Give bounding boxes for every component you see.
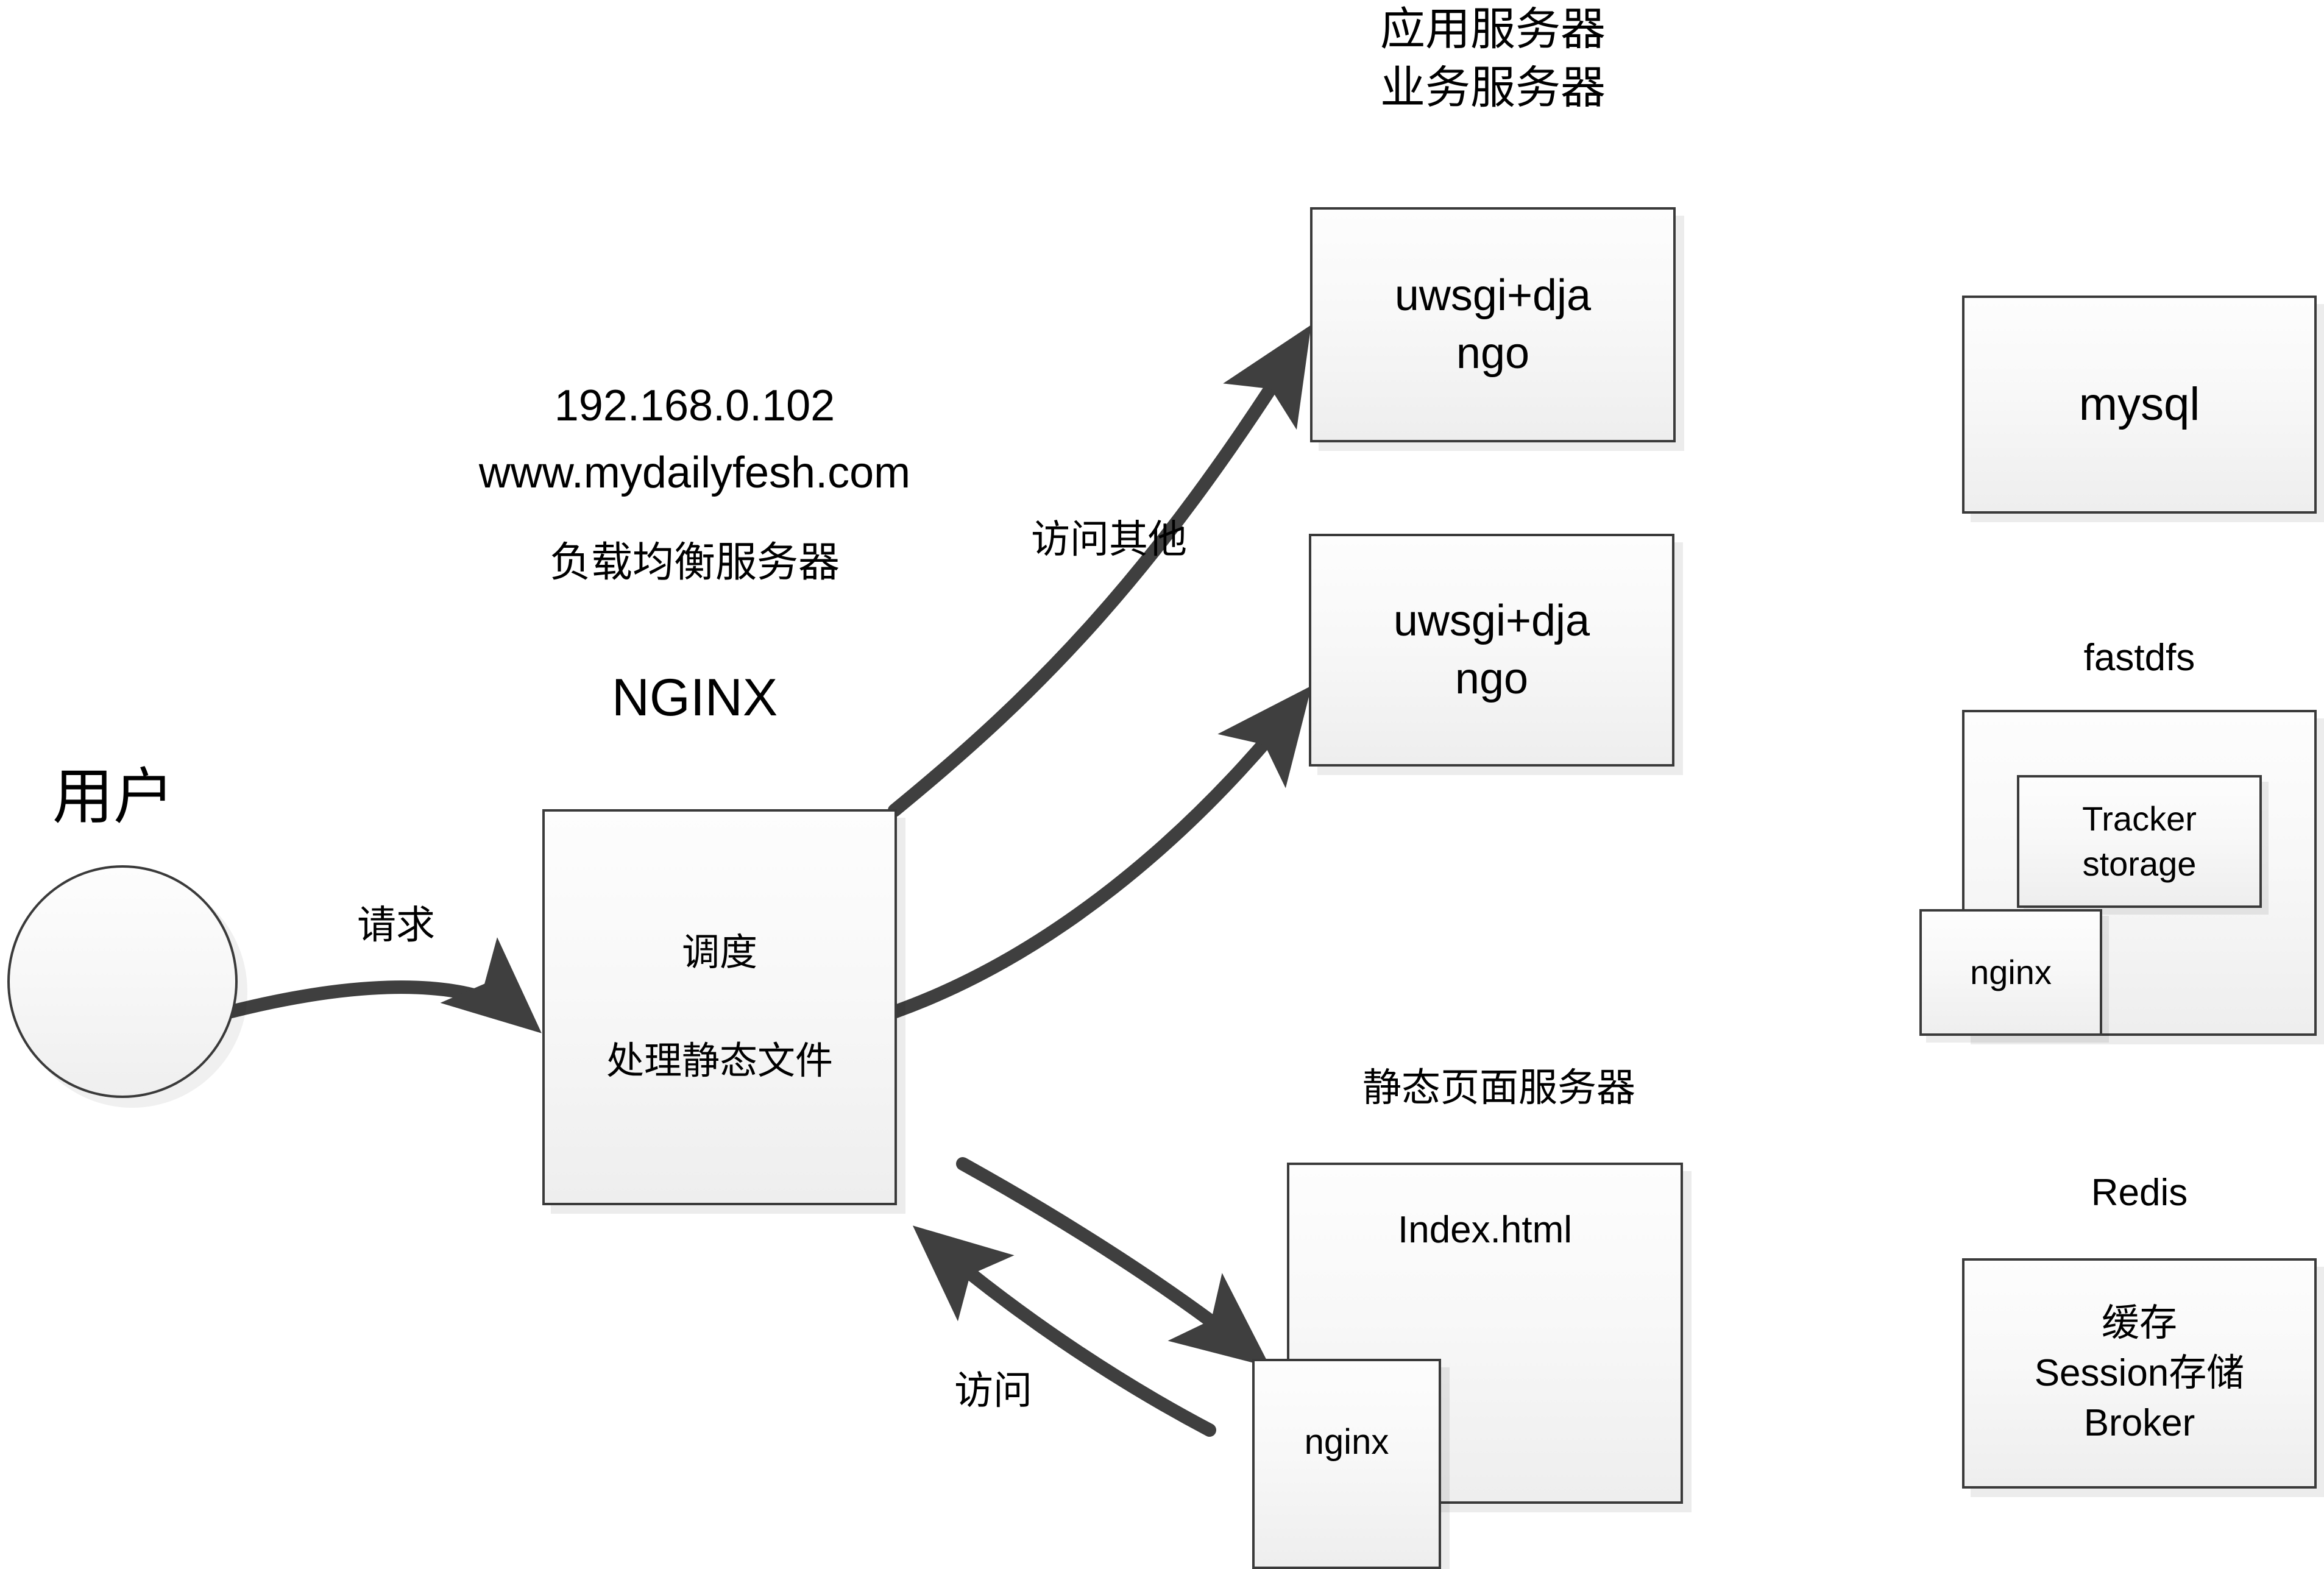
edge-label-request: 请求 bbox=[357, 903, 435, 948]
redis-box[interactable]: 缓存 Session存储 Broker bbox=[1962, 1258, 2317, 1489]
app-server-label-1: uwsgi+dja ngo bbox=[1394, 271, 1592, 378]
lb-box-line2: 处理静态文件 bbox=[606, 1040, 833, 1082]
static-nginx-label: nginx bbox=[1304, 1422, 1389, 1462]
edge-label-visit-other: 访问其他 bbox=[1031, 517, 1187, 562]
static-server-title: 静态页面服务器 bbox=[1362, 1066, 1635, 1111]
mysql-label: mysql bbox=[2078, 378, 2200, 430]
arrow-nginx-to-app2 bbox=[889, 685, 1312, 1018]
fastdfs-nginx-box[interactable]: nginx bbox=[1919, 909, 2102, 1036]
arrow-nginx-to-app1 bbox=[888, 325, 1311, 817]
user-avatar bbox=[7, 865, 238, 1098]
arrow-nginx-to-static bbox=[956, 1157, 1270, 1367]
mysql-box[interactable]: mysql bbox=[1962, 296, 2317, 514]
static-nginx-box[interactable]: nginx bbox=[1252, 1359, 1441, 1569]
redis-lines-label: 缓存 Session存储 Broker bbox=[2034, 1302, 2245, 1444]
nginx-loadbalancer-box[interactable]: 调度 处理静态文件 bbox=[542, 809, 897, 1205]
fastdfs-tracker-storage-box[interactable]: Tracker storage bbox=[2017, 775, 2262, 908]
app-server-box-2[interactable]: uwsgi+dja ngo bbox=[1309, 534, 1674, 767]
lb-domain-label: www.mydailyfesh.com bbox=[478, 448, 911, 497]
arrow-user-to-nginx bbox=[225, 937, 542, 1033]
lb-ip-label: 192.168.0.102 bbox=[554, 381, 835, 430]
redis-title: Redis bbox=[2091, 1172, 2188, 1214]
app-server-box-1[interactable]: uwsgi+dja ngo bbox=[1310, 207, 1676, 442]
fastdfs-tracker-storage-label: Tracker storage bbox=[2082, 799, 2197, 883]
app-server-label-2: uwsgi+dja ngo bbox=[1393, 596, 1590, 703]
edge-label-visit: 访问 bbox=[954, 1369, 1032, 1414]
static-index-html-label: Index.html bbox=[1397, 1209, 1573, 1251]
lb-box-line1: 调度 bbox=[681, 932, 757, 974]
lb-role-label: 负载均衡服务器 bbox=[549, 539, 840, 587]
user-label: 用户 bbox=[52, 761, 174, 832]
app-server-title: 应用服务器 业务服务器 bbox=[1380, 3, 1606, 115]
fastdfs-title: fastdfs bbox=[2083, 637, 2195, 679]
lb-product-label: NGINX bbox=[611, 668, 778, 727]
fastdfs-nginx-label: nginx bbox=[1970, 953, 2052, 992]
